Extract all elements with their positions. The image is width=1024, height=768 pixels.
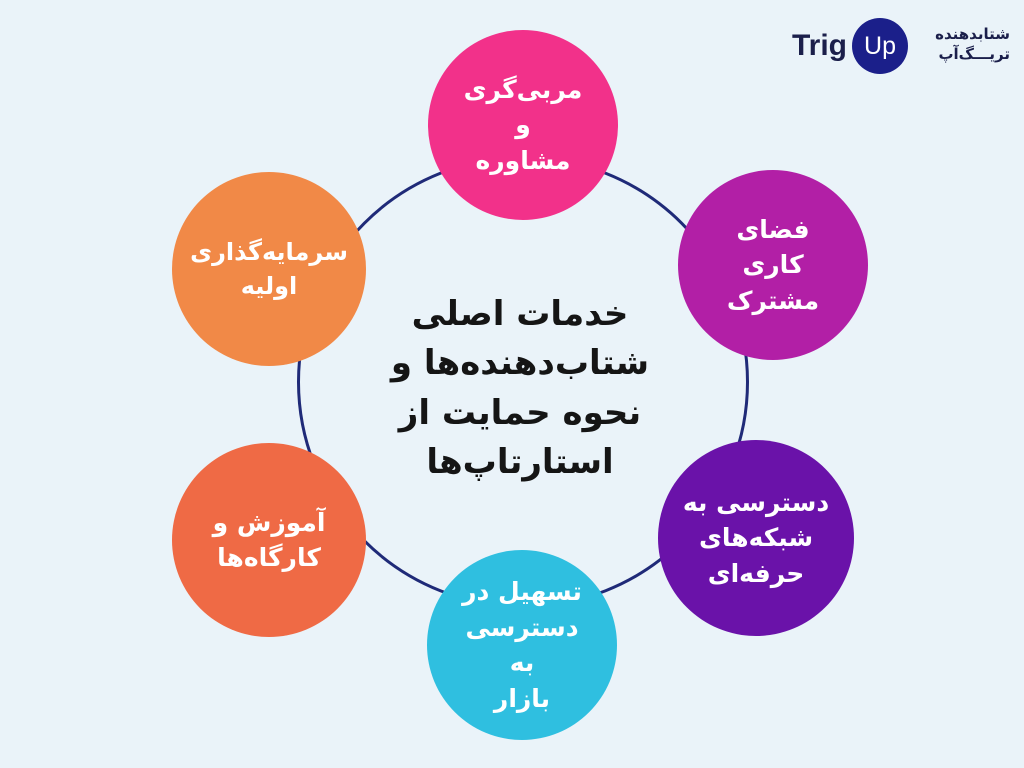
service-label: مربی‌گری و مشاوره [463, 74, 583, 175]
brand-badge: Up [852, 18, 908, 74]
service-market-access: تسهیل در دسترسی به بازار [427, 550, 617, 740]
brand-persian-name: شتابدهنده تریـــگ‌آپ [935, 25, 1010, 64]
service-workshops: آموزش و کارگاه‌ها [172, 443, 366, 637]
brand-logo: Trig Up شتابدهنده تریـــگ‌آپ [790, 16, 1010, 76]
center-title: خدمات اصلی شتاب‌دهنده‌ها و نحوه حمایت از… [390, 294, 650, 482]
service-label: سرمایه‌گذاری اولیه [190, 237, 348, 300]
service-label: تسهیل در دسترسی به بازار [462, 577, 582, 713]
service-seed-investment: سرمایه‌گذاری اولیه [172, 172, 366, 366]
service-label: آموزش و کارگاه‌ها [212, 507, 326, 573]
service-networks: دسترسی به شبکه‌های حرفه‌ای [658, 440, 854, 636]
brand-wordmark: Trig [792, 29, 848, 62]
service-label: فضای کاری مشترک [726, 214, 820, 315]
service-mentoring: مربی‌گری و مشاوره [428, 30, 618, 220]
service-coworking: فضای کاری مشترک [678, 170, 868, 360]
service-label: دسترسی به شبکه‌های حرفه‌ای [682, 487, 830, 588]
